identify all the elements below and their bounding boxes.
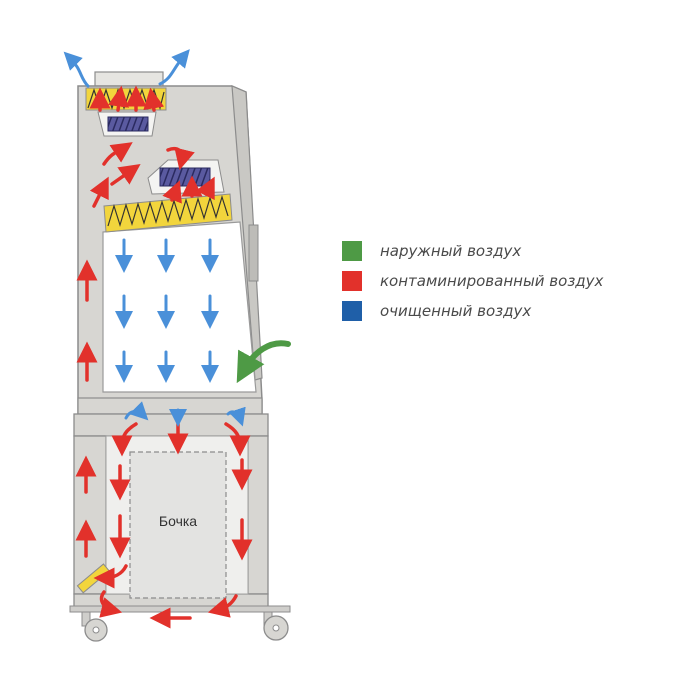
purified-air-arrows	[115, 238, 246, 427]
exhaust-airflow-arrows	[63, 49, 190, 88]
legend: наружный воздух контаминированный воздух…	[342, 240, 603, 330]
lower-fan-icon	[159, 167, 211, 187]
contaminated-air-arrows	[75, 85, 253, 629]
legend-item-purified-air: очищенный воздух	[342, 300, 603, 322]
upper-fan-icon	[107, 116, 149, 132]
legend-swatch-purified-air	[342, 301, 362, 321]
exhaust-duct	[94, 71, 164, 87]
legend-item-outside-air: наружный воздух	[342, 240, 603, 262]
legend-label: контаминированный воздух	[380, 272, 604, 290]
legend-swatch-contaminated-air	[342, 271, 362, 291]
legend-label: очищенный воздух	[380, 302, 532, 320]
left-wheel	[81, 611, 108, 642]
drum-label: Бочка	[159, 513, 197, 529]
stand-right-leg	[247, 435, 269, 595]
sash-handle	[248, 224, 259, 282]
legend-label: наружный воздух	[380, 242, 522, 260]
right-wheel	[263, 611, 289, 641]
supply-filter-pleats	[107, 194, 229, 228]
base-rail	[69, 605, 291, 613]
work-chamber	[102, 221, 257, 393]
drum-box	[129, 451, 227, 599]
legend-item-contaminated-air: контаминированный воздух	[342, 270, 603, 292]
outside-air-arrow	[236, 340, 291, 384]
legend-swatch-outside-air	[342, 241, 362, 261]
